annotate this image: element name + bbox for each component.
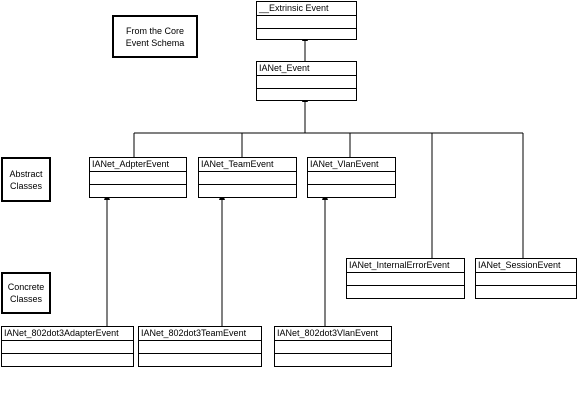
class-name: IANet_Event (259, 63, 310, 73)
class-name: IANet_AdpterEvent (92, 159, 170, 169)
abstract-classes-note: Abstract Classes (1, 157, 51, 202)
core-schema-note-line1: From the Core (125, 25, 185, 36)
class-methods (308, 184, 395, 198)
class-attributes (199, 171, 296, 184)
class-name: IANet_SessionEvent (478, 260, 561, 270)
class-attributes (476, 272, 576, 285)
abstract-classes-note-line1: Abstract (9, 168, 43, 179)
class-attributes (308, 171, 395, 184)
core-schema-note: From the Core Event Schema (112, 15, 198, 58)
class-methods (199, 184, 296, 198)
class-attributes (275, 340, 391, 353)
core-schema-note-line2: Event Schema (125, 37, 185, 48)
class-attributes (347, 272, 464, 285)
class-extrinsic-event: __Extrinsic Event (256, 1, 357, 40)
class-vlan-event: IANet_VlanEvent (307, 157, 396, 198)
class-team-event: IANet_TeamEvent (198, 157, 297, 198)
class-name: IANet_InternalErrorEvent (349, 260, 450, 270)
class-name: IANet_802dot3TeamEvent (141, 328, 247, 338)
class-methods (139, 353, 261, 367)
class-methods (90, 184, 186, 198)
class-ianet-event: IANet_Event (256, 61, 357, 101)
class-802dot3-adapter-event: IANet_802dot3AdapterEvent (1, 326, 134, 367)
class-session-event: IANet_SessionEvent (475, 258, 577, 299)
concrete-classes-note-line1: Concrete (7, 282, 45, 292)
class-methods (476, 285, 576, 299)
class-name: IANet_TeamEvent (201, 159, 274, 169)
class-802dot3-team-event: IANet_802dot3TeamEvent (138, 326, 262, 367)
class-methods (275, 353, 391, 367)
class-attributes (257, 75, 356, 88)
abstract-classes-note-line2: Classes (9, 180, 42, 191)
class-methods (257, 28, 356, 41)
class-802dot3-vlan-event: IANet_802dot3VlanEvent (274, 326, 392, 367)
class-attributes (139, 340, 261, 353)
class-internal-error-event: IANet_InternalErrorEvent (346, 258, 465, 299)
concrete-classes-note: Concrete Classes (1, 272, 51, 314)
class-name: IANet_802dot3VlanEvent (277, 328, 379, 338)
class-methods (257, 88, 356, 101)
class-name: IANet_802dot3AdapterEvent (4, 328, 119, 338)
class-methods (2, 353, 133, 367)
class-attributes (2, 340, 133, 353)
class-name: __Extrinsic Event (259, 3, 329, 13)
class-adapter-event: IANet_AdpterEvent (89, 157, 187, 198)
concrete-classes-note-line2: Classes (9, 294, 42, 304)
class-name: IANet_VlanEvent (310, 159, 379, 169)
class-attributes (90, 171, 186, 184)
class-attributes (257, 15, 356, 28)
class-methods (347, 285, 464, 299)
